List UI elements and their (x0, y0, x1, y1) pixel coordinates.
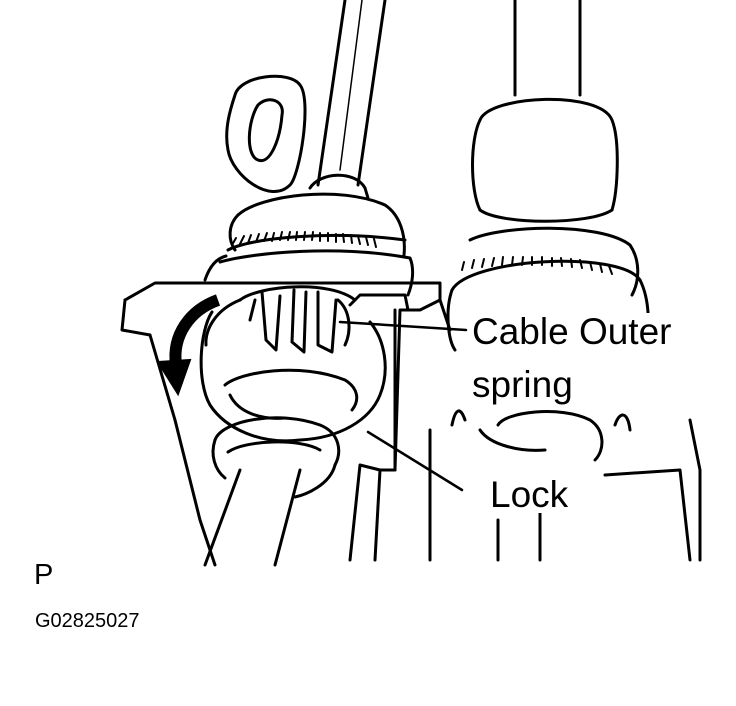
position-letter: P (34, 559, 54, 591)
lower-cable (203, 416, 341, 567)
lock-leader (366, 430, 464, 492)
cable-outer-spring-label-line1: Cable Outer (470, 311, 674, 352)
bracket-hole (225, 74, 307, 193)
outer-spring-clip (238, 285, 410, 354)
cable-boot (203, 173, 415, 297)
cable-outer-spring-leader (338, 320, 468, 332)
lock-collar (199, 298, 387, 443)
curved-arrow-icon (156, 294, 221, 397)
cable-outer-spring-label-line2: spring (470, 364, 575, 405)
lock-label: Lock (488, 474, 571, 515)
inner-cable-rod (316, 0, 387, 187)
bracket-housing (120, 281, 452, 567)
figure-code: G02825027 (35, 610, 140, 632)
